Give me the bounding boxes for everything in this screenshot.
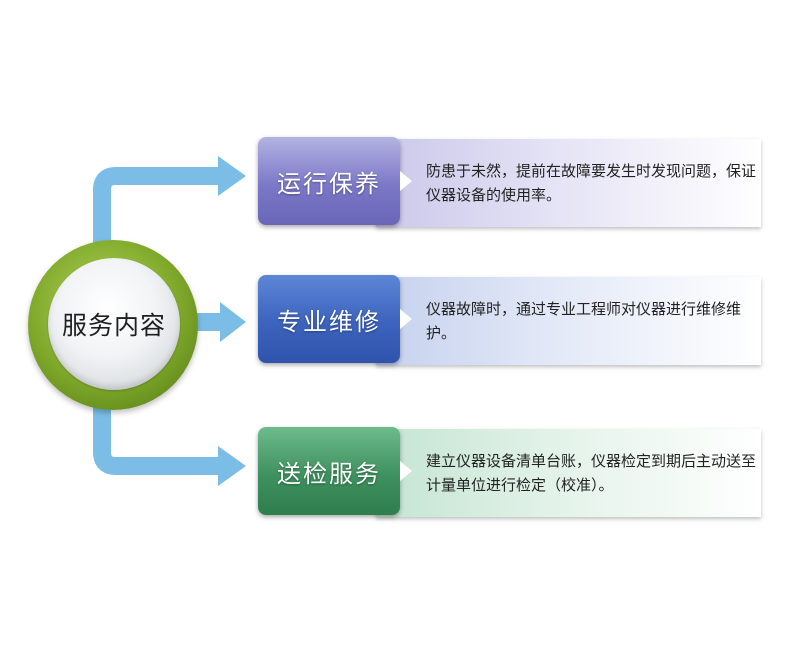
service-badge-inspection: 送检服务 (258, 427, 400, 515)
service-badge-maintenance: 运行保养 (258, 137, 400, 225)
description-panel (376, 139, 761, 227)
service-row-maintenance: 运行保养 防患于未然，提前在故障要发生时发现问题，保证仪器设备的使用率。 (258, 137, 763, 227)
arrow-to-repair (192, 313, 224, 331)
arrowhead-repair (220, 302, 246, 342)
service-row-inspection: 送检服务 建立仪器设备清单台账，仪器检定到期后主动送至计量单位进行检定（校准）。 (258, 427, 763, 517)
service-row-repair: 专业维修 仪器故障时，通过专业工程师对仪器进行维修维护。 (258, 275, 763, 365)
arrow-to-maintenance (93, 167, 222, 250)
description-panel (376, 277, 761, 365)
arrowhead-inspection (218, 446, 246, 486)
arrow-to-inspection (93, 400, 222, 475)
hub-circle: 服务内容 (48, 258, 180, 390)
service-title: 运行保养 (277, 169, 381, 198)
service-description: 建立仪器设备清单台账，仪器检定到期后主动送至计量单位进行检定（校准）。 (426, 452, 757, 494)
hub-label: 服务内容 (61, 311, 166, 340)
service-description: 仪器故障时，通过专业工程师对仪器进行维修维护。 (426, 300, 742, 342)
description-panel (376, 429, 761, 517)
service-title: 送检服务 (277, 459, 381, 488)
arrowhead-maintenance (218, 156, 246, 196)
pointer-triangle-icon (400, 461, 412, 481)
service-title: 专业维修 (277, 307, 381, 336)
pointer-triangle-icon (400, 171, 412, 191)
service-badge-repair: 专业维修 (258, 275, 400, 363)
pointer-triangle-icon (400, 309, 412, 329)
service-description: 防患于未然，提前在故障要发生时发现问题，保证仪器设备的使用率。 (426, 162, 757, 204)
